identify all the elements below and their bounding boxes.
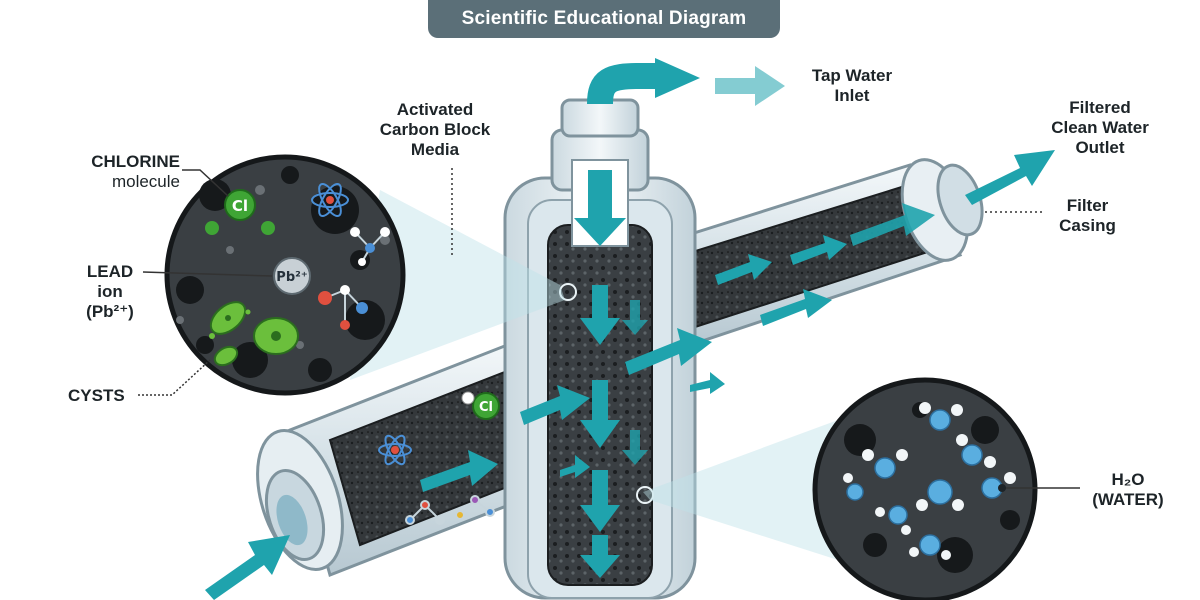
contaminant-molecule-icon — [405, 495, 495, 525]
lead-symbol: Pb²⁺ — [276, 270, 307, 285]
main-cartridge — [503, 58, 725, 600]
outlet-cartridge — [637, 158, 984, 347]
label-carbon-line1: Activated — [396, 100, 474, 119]
chlorine-symbol-small: Cl — [479, 400, 493, 415]
label-carbon-line3: Media — [410, 140, 460, 159]
outlet-flow-arrows — [715, 66, 1055, 205]
label-lead-line1: LEAD — [86, 262, 134, 281]
cyst-icon — [209, 301, 299, 367]
atom-icon — [378, 434, 412, 466]
label-casing-line1: Filter — [1066, 196, 1109, 215]
inlet-flow-arrow — [205, 535, 290, 600]
callout-beam-right — [643, 420, 838, 560]
label-outlet-line3: Outlet — [1075, 138, 1125, 157]
water-magnifier — [812, 377, 1038, 600]
label-water: H₂O (WATER) — [1078, 470, 1178, 510]
label-carbon-block: Activated Carbon Block Media — [360, 100, 510, 160]
contaminant-magnifier: Cl Pb²⁺ — [164, 154, 406, 396]
leader-lead — [142, 271, 273, 277]
label-outlet-line1: Filtered — [1069, 98, 1131, 117]
inlet-cartridge: Cl — [256, 337, 562, 578]
water-molecule-icon — [843, 402, 1016, 560]
label-cysts-text: CYSTS — [68, 386, 125, 405]
atom-icon — [311, 183, 349, 217]
label-lead: LEAD ion (Pb²⁺) — [70, 262, 150, 322]
label-tap-water-inlet: Tap Water Inlet — [782, 66, 922, 106]
label-outlet-line2: Clean Water — [1051, 118, 1149, 137]
label-lead-line3: (Pb²⁺) — [86, 302, 134, 321]
diagram-title: Scientific Educational Diagram — [461, 8, 747, 29]
leader-cysts — [138, 359, 211, 396]
label-cysts: CYSTS — [68, 386, 148, 406]
label-lead-line2: ion — [97, 282, 123, 301]
label-outlet: Filtered Clean Water Outlet — [1030, 98, 1170, 158]
label-water-line2: (WATER) — [1092, 490, 1164, 509]
label-chlorine-line2: molecule — [111, 172, 180, 191]
label-filter-casing: Filter Casing — [1045, 196, 1130, 236]
label-water-line1: H₂O — [1111, 470, 1145, 489]
label-tap-line1: Tap Water — [811, 66, 893, 85]
label-carbon-line2: Carbon Block — [379, 120, 491, 139]
chlorine-symbol: Cl — [232, 197, 248, 215]
label-casing-line2: Casing — [1059, 216, 1116, 235]
label-chlorine-line1: CHLORINE — [91, 152, 180, 171]
label-chlorine: CHLORINE molecule — [30, 152, 180, 192]
callout-beam-left — [350, 190, 565, 380]
leader-chlorine — [182, 169, 229, 197]
label-tap-line2: Inlet — [834, 86, 870, 105]
diagram-title-badge: Scientific Educational Diagram — [428, 0, 780, 38]
